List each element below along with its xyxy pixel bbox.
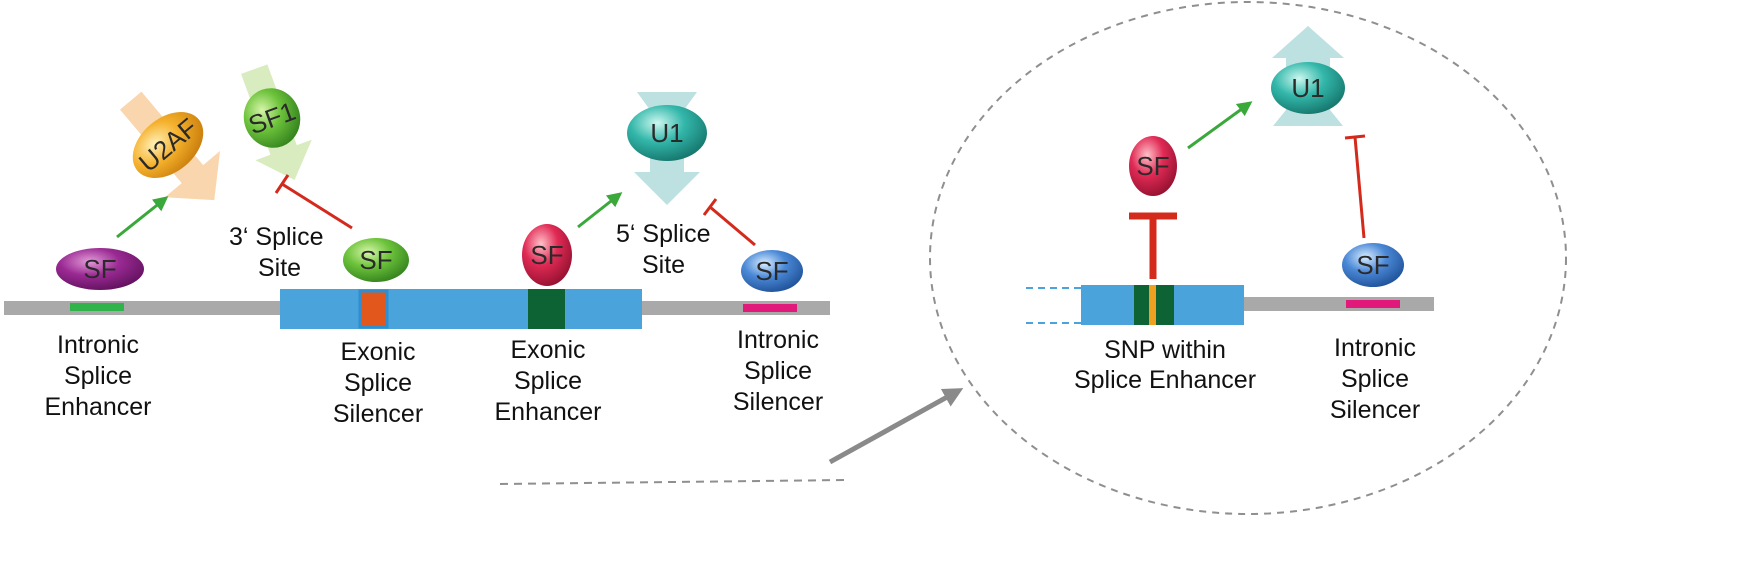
svg-text:Enhancer: Enhancer <box>44 393 151 421</box>
sf-ese-label: SF <box>530 240 563 270</box>
sf-ese-blob <box>522 224 572 286</box>
svg-text:SNP within: SNP within <box>1104 336 1226 364</box>
svg-text:Exonic: Exonic <box>340 338 415 366</box>
main-gene <box>4 289 830 329</box>
u2af-factor: U2AF <box>119 91 221 201</box>
sf-inset-iss-label: SF <box>1356 250 1389 280</box>
svg-text:Silencer: Silencer <box>333 400 423 428</box>
sf-inset-ese-blob <box>1129 136 1177 196</box>
zoom-arrow <box>828 388 964 465</box>
activation-arrow-ise <box>116 196 169 239</box>
svg-text:Intronic: Intronic <box>57 331 139 359</box>
inset-intron-line <box>1240 297 1434 311</box>
sf-inset-ese: SF <box>1129 136 1177 196</box>
u2af-blob <box>132 112 204 178</box>
sf1-factor: SF1 <box>241 64 312 181</box>
inset-gene <box>1026 285 1434 325</box>
snp-blocked-binding <box>1129 212 1177 279</box>
svg-text:Splice: Splice <box>514 367 582 395</box>
svg-text:Intronic: Intronic <box>737 326 819 354</box>
three-prime-site-label-1: 3‘ Splice <box>229 223 324 251</box>
inhibition-inset-iss <box>1344 134 1366 239</box>
sf-ess-blob <box>343 238 409 282</box>
svg-text:Silencer: Silencer <box>1330 396 1420 424</box>
u1-blob-inset <box>1271 62 1345 114</box>
ese-caption: Exonic Splice Enhancer <box>494 336 601 426</box>
u1-factor-inset: U1 <box>1271 26 1345 126</box>
snp-marker <box>1149 285 1156 325</box>
snp-caption: SNP within Splice Enhancer <box>1074 336 1256 394</box>
activation-arrow-ese <box>577 192 623 229</box>
ess-marker <box>358 289 389 329</box>
inset-iss-marker <box>1346 300 1400 308</box>
sf-iss-label: SF <box>755 256 788 286</box>
sf-ess-label: SF <box>359 245 392 275</box>
exon-box <box>280 289 642 329</box>
inhibition-iss <box>702 198 756 247</box>
ise-caption: Intronic Splice Enhancer <box>44 331 151 421</box>
inset-outline <box>929 1 1567 515</box>
five-prime-site-label-2: Site <box>642 251 685 279</box>
svg-text:Splice: Splice <box>344 369 412 397</box>
five-prime-site-label-1: 5‘ Splice <box>616 220 711 248</box>
iss-caption: Intronic Splice Silencer <box>733 326 823 416</box>
sf-iss-blob <box>741 250 803 292</box>
zoom-dashed-line <box>499 479 847 485</box>
u1-factor-main: U1 <box>627 92 707 205</box>
svg-text:Splice: Splice <box>64 362 132 390</box>
svg-text:Splice: Splice <box>744 357 812 385</box>
u1-label-inset: U1 <box>1291 73 1324 103</box>
u1-label-main: U1 <box>650 118 683 148</box>
sf-inset-iss-blob <box>1342 243 1404 287</box>
sf-ise-blob <box>56 248 144 290</box>
three-prime-site-label-2: Site <box>258 254 301 282</box>
svg-text:Intronic: Intronic <box>1334 334 1416 362</box>
sf-iss: SF <box>741 250 803 292</box>
inset-iss-caption: Intronic Splice Silencer <box>1330 334 1420 424</box>
svg-text:Enhancer: Enhancer <box>494 398 601 426</box>
inhibition-ess <box>274 174 353 230</box>
iss-marker <box>743 304 797 312</box>
svg-text:Exonic: Exonic <box>510 336 585 364</box>
sf-ess: SF <box>343 238 409 282</box>
svg-text:Splice Enhancer: Splice Enhancer <box>1074 366 1256 394</box>
sf-inset-iss: SF <box>1342 243 1404 287</box>
activation-arrow-inset <box>1187 101 1253 150</box>
sf-inset-ese-label: SF <box>1136 151 1169 181</box>
svg-text:Silencer: Silencer <box>733 388 823 416</box>
ise-marker <box>70 303 124 311</box>
sf-ise: SF <box>56 248 144 290</box>
sf-ese: SF <box>522 224 572 286</box>
sf-ise-label: SF <box>83 254 116 284</box>
sf1-blob <box>243 88 301 148</box>
u1-blob-main <box>627 105 707 161</box>
svg-text:Splice: Splice <box>1341 365 1409 393</box>
ess-caption: Exonic Splice Silencer <box>333 338 423 428</box>
ese-marker <box>528 289 565 329</box>
